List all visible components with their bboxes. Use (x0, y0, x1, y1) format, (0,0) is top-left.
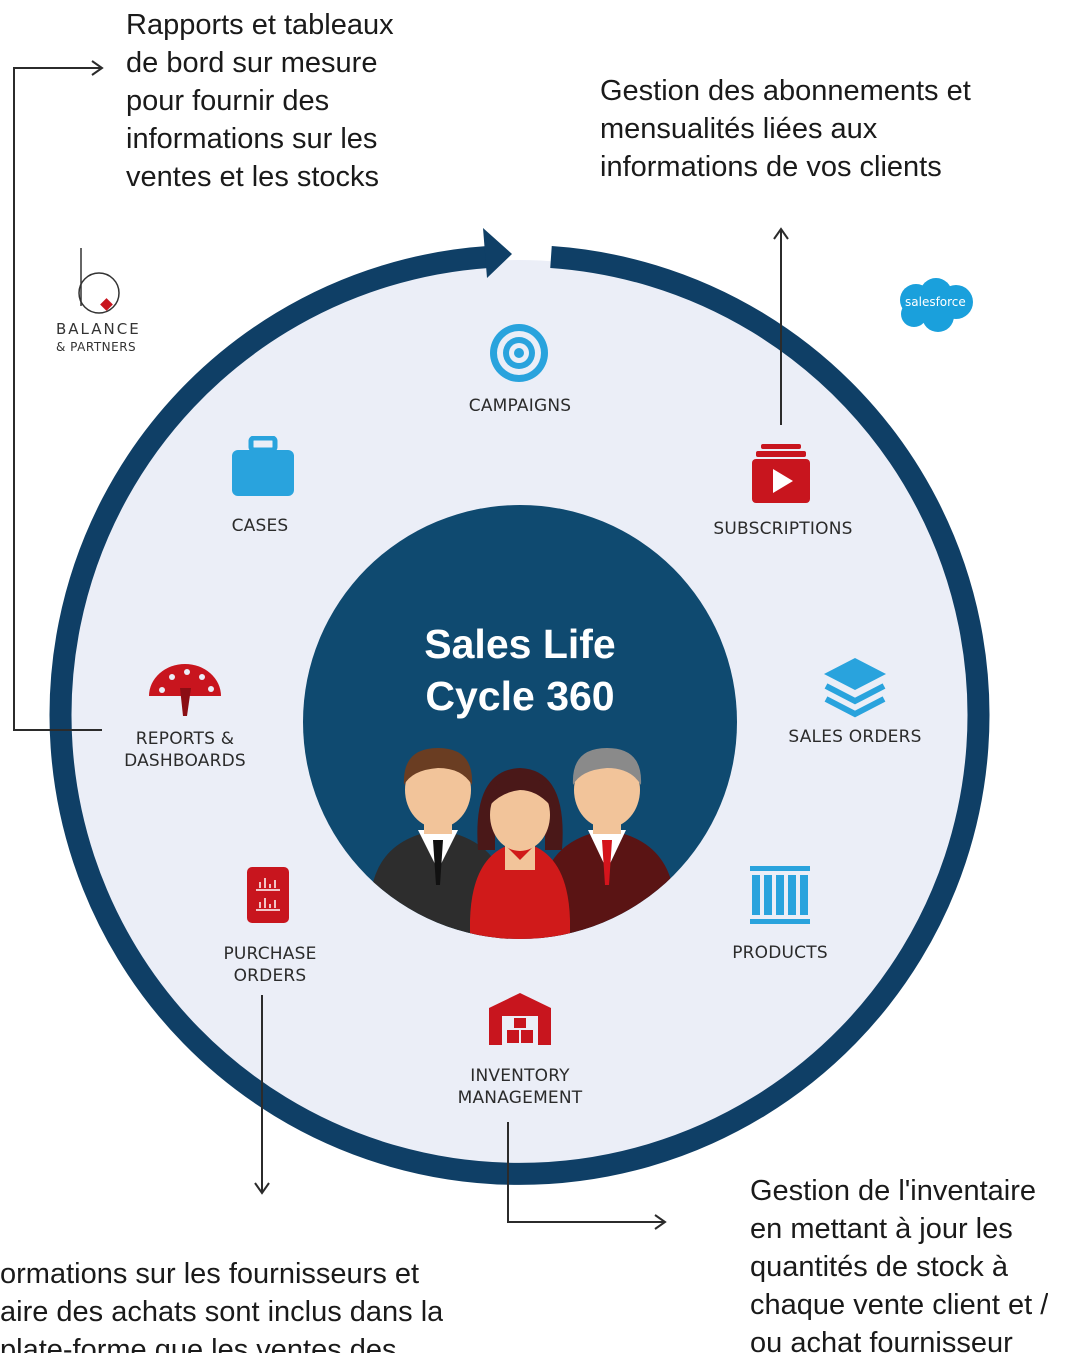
module-purchase-orders-label: PURCHASE ORDERS (223, 944, 317, 986)
module-inventory-label: INVENTORY MANAGEMENT (457, 1066, 583, 1108)
note-subscriptions: Gestion des abonnements et mensualités l… (600, 75, 971, 183)
connector-lines (13, 60, 789, 1230)
barcode-icon (750, 866, 810, 924)
balance-logo-name: BALANCE (56, 320, 141, 338)
salesforce-cloud-icon (900, 278, 973, 332)
salesforce-logo: salesforce (892, 276, 978, 336)
module-cases-label: CASES (231, 516, 289, 536)
layers-icon (824, 658, 886, 718)
play-stack-icon (752, 444, 810, 503)
module-products-label: PRODUCTS (732, 943, 828, 963)
module-reports-label: REPORTS & DASHBOARDS (124, 729, 246, 771)
warehouse-icon (489, 993, 551, 1045)
salesforce-logo-text: salesforce (905, 295, 966, 309)
target-icon (490, 324, 548, 382)
chart-document-icon (247, 867, 289, 923)
note-reports: Rapports et tableaux de bord sur mesure … (126, 9, 394, 193)
balance-partners-logo: BALANCE & PARTNERS (54, 246, 154, 356)
gauge-icon (149, 664, 221, 716)
module-subscriptions-label: SUBSCRIPTIONS (713, 519, 853, 539)
balance-logo-mark (78, 248, 120, 314)
briefcase-icon (232, 436, 294, 496)
cycle-ring (49, 246, 990, 1185)
team-people-icon (370, 748, 675, 939)
module-sales-orders-label: SALES ORDERS (788, 727, 922, 747)
module-campaigns-label: CAMPAIGNS (468, 396, 572, 416)
center-title: Sales Life Cycle 360 (424, 621, 616, 719)
balance-logo-subname: & PARTNERS (56, 340, 137, 354)
cycle-arrowhead (483, 228, 512, 278)
note-inventory: Gestion de l'inventaire en mettant à jou… (750, 1175, 1049, 1353)
note-purchase: ormations sur les fournisseurs et aire d… (0, 1258, 444, 1353)
center-disc (303, 505, 737, 939)
